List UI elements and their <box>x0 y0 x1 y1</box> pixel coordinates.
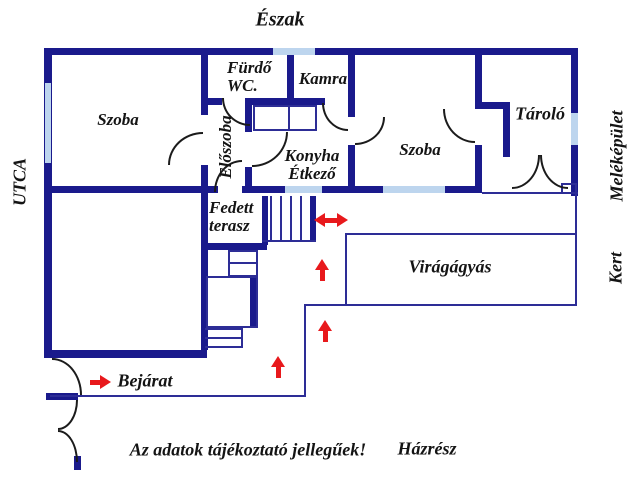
step-line <box>205 346 243 348</box>
flowerbed-outline <box>345 233 577 306</box>
window <box>383 186 445 193</box>
wall-left <box>44 48 52 358</box>
wall-band-bottom <box>44 186 207 193</box>
step-line <box>205 337 243 339</box>
path-line <box>50 395 306 397</box>
window <box>285 186 322 193</box>
stairs-bottom-edge <box>262 240 316 242</box>
wall-room-nw-right <box>201 165 208 193</box>
hallway-label: Előszoba <box>215 115 235 179</box>
double-door-arc <box>512 155 540 189</box>
outbuilding-label: Meléképület <box>606 110 627 202</box>
gate-arc <box>58 430 78 462</box>
outbuilding-edge <box>575 194 577 233</box>
wall-big-room-right <box>201 193 208 350</box>
door-arc <box>443 109 475 143</box>
storage-label: Tároló <box>514 103 566 124</box>
kitchen-label: Konyha Étkező <box>284 145 340 183</box>
outbuilding-edge <box>482 192 578 194</box>
entrance-label: Bejárat <box>117 370 173 391</box>
stair-tread <box>270 196 272 242</box>
wall-bathroom-bottom <box>201 98 222 105</box>
stair-tread <box>300 196 302 242</box>
garden-label: Kert <box>605 251 626 285</box>
house-part-label: Házrész <box>397 438 457 459</box>
wall-bathroom-bottom <box>250 98 294 105</box>
window <box>273 48 315 55</box>
terrace-label: Fedett terasz <box>209 198 254 236</box>
wall-big-room-bottom <box>44 350 207 358</box>
path-line <box>304 304 347 306</box>
north-label: Észak <box>255 8 305 31</box>
wall-storage-left <box>503 109 510 157</box>
room-mid-label: Szoba <box>399 139 441 159</box>
double-door-arc <box>540 155 568 189</box>
pantry-label: Kamra <box>298 68 348 88</box>
wall-band-bottom <box>207 186 218 193</box>
street-label: UTCA <box>9 157 30 207</box>
window <box>45 83 51 163</box>
stair-tread <box>290 196 292 242</box>
wall-band-bottom <box>242 186 285 193</box>
arrow-up-icon <box>315 259 329 281</box>
room-nw-label: Szoba <box>97 109 139 129</box>
door-arc <box>355 117 385 145</box>
bathroom-label: Fürdő WC. <box>227 58 272 96</box>
kitchen-counter <box>253 105 317 131</box>
kitchen-label-line2: Étkező <box>288 164 336 183</box>
disclaimer-text: Az adatok tájékoztató jellegűek! <box>129 439 367 460</box>
arrow-up-icon <box>271 356 285 378</box>
door-arc <box>252 132 288 167</box>
arrow-up-icon <box>318 320 332 342</box>
window <box>571 113 578 145</box>
steps-box-divider <box>228 262 258 264</box>
wall-room-nw-right <box>201 48 208 115</box>
wall-room-mid-left <box>348 48 355 117</box>
step-line <box>205 328 243 330</box>
understair-box <box>206 276 258 328</box>
stair-tread <box>280 196 282 242</box>
bathroom-label-line2: WC. <box>227 76 258 96</box>
wall-storage-stub <box>475 102 510 109</box>
wall-room-mid-left <box>348 145 355 193</box>
door-arc <box>322 103 348 131</box>
wall-pantry-left <box>287 48 294 105</box>
terrace-label-line2: terasz <box>209 216 250 236</box>
gate-arc <box>58 400 78 430</box>
wall-terrace-right <box>262 196 268 245</box>
kitchen-label-line1: Konyha <box>284 145 340 165</box>
path-line <box>304 306 306 397</box>
flowerbed-label: Virágágyás <box>408 256 492 277</box>
wall-room-mid-right <box>475 145 482 193</box>
wall-hall-right <box>245 167 252 193</box>
wall-pantry-bottom <box>287 98 325 105</box>
door-arc <box>168 132 203 165</box>
kitchen-counter-divider <box>288 105 290 131</box>
gate-post <box>74 456 81 470</box>
step-line <box>241 328 243 348</box>
door-stop-box <box>561 183 577 194</box>
gate-arc <box>52 358 82 395</box>
wall-terrace-bottom <box>201 243 267 250</box>
arrow-double-horizontal-icon <box>314 213 348 227</box>
wall-band-bottom <box>445 186 482 193</box>
arrow-right-icon <box>90 375 111 389</box>
wall-stairs-right <box>310 196 316 242</box>
bathroom-label-line1: Fürdő <box>227 58 272 77</box>
wall-room-mid-right <box>475 48 482 105</box>
terrace-label-line1: Fedett <box>209 198 254 217</box>
wall-understair-right <box>250 276 257 327</box>
